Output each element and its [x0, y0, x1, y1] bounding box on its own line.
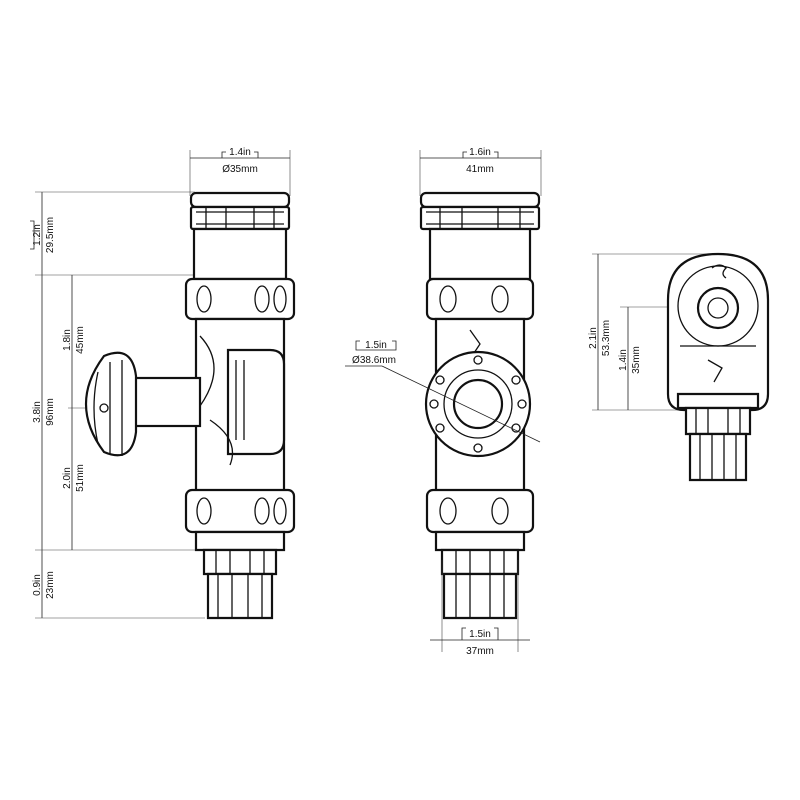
front-base-dimension: 1.5in 37mm — [430, 560, 530, 657]
side-top-in: 1.2in — [32, 224, 43, 246]
front-part-outline — [419, 191, 541, 620]
side-width-in: 1.4in — [229, 147, 251, 158]
side-total-in: 3.8in — [32, 401, 43, 423]
side-bottom-in: 0.9in — [32, 574, 43, 596]
ball-diameter-dimension: 1.5in Ø38.6mm — [345, 340, 541, 443]
side-height-dimensions: 1.2in 29.5mm 3.8in 96mm 1.8in 45mm 2.0in… — [30, 191, 205, 619]
side-lower-mm: 51mm — [75, 464, 86, 492]
side-upper-in: 1.8in — [62, 329, 73, 351]
ball-diameter-mm: Ø38.6mm — [352, 355, 396, 366]
top-center-mm: 35mm — [631, 346, 642, 374]
front-view: 1.6in 41mm — [345, 147, 542, 657]
front-base-in: 1.5in — [469, 629, 491, 640]
front-base-mm: 37mm — [466, 646, 494, 657]
top-view: 2.1in 53.3mm 1.4in 35mm — [588, 252, 770, 482]
ball-diameter-in: 1.5in — [365, 340, 387, 351]
side-top-mm: 29.5mm — [45, 217, 56, 253]
top-height-mm: 53.3mm — [601, 320, 612, 356]
side-lower-in: 2.0in — [62, 467, 73, 489]
top-height-in: 2.1in — [588, 327, 599, 349]
side-part-outline — [84, 191, 296, 620]
front-width-dimension: 1.6in 41mm — [419, 147, 542, 196]
front-width-mm: 41mm — [466, 164, 494, 175]
side-width-dimension: 1.4in Ø35mm — [189, 147, 291, 196]
side-total-mm: 96mm — [45, 398, 56, 426]
front-width-in: 1.6in — [469, 147, 491, 158]
side-width-mm: Ø35mm — [222, 164, 258, 175]
top-center-in: 1.4in — [618, 349, 629, 371]
side-view: 1.4in Ø35mm 1.2in 29.5mm 3.8in 96mm 1.8i… — [30, 147, 296, 620]
side-upper-mm: 45mm — [75, 326, 86, 354]
top-part-outline — [666, 252, 770, 482]
ball-rivets — [429, 355, 527, 453]
side-bottom-mm: 23mm — [45, 571, 56, 599]
